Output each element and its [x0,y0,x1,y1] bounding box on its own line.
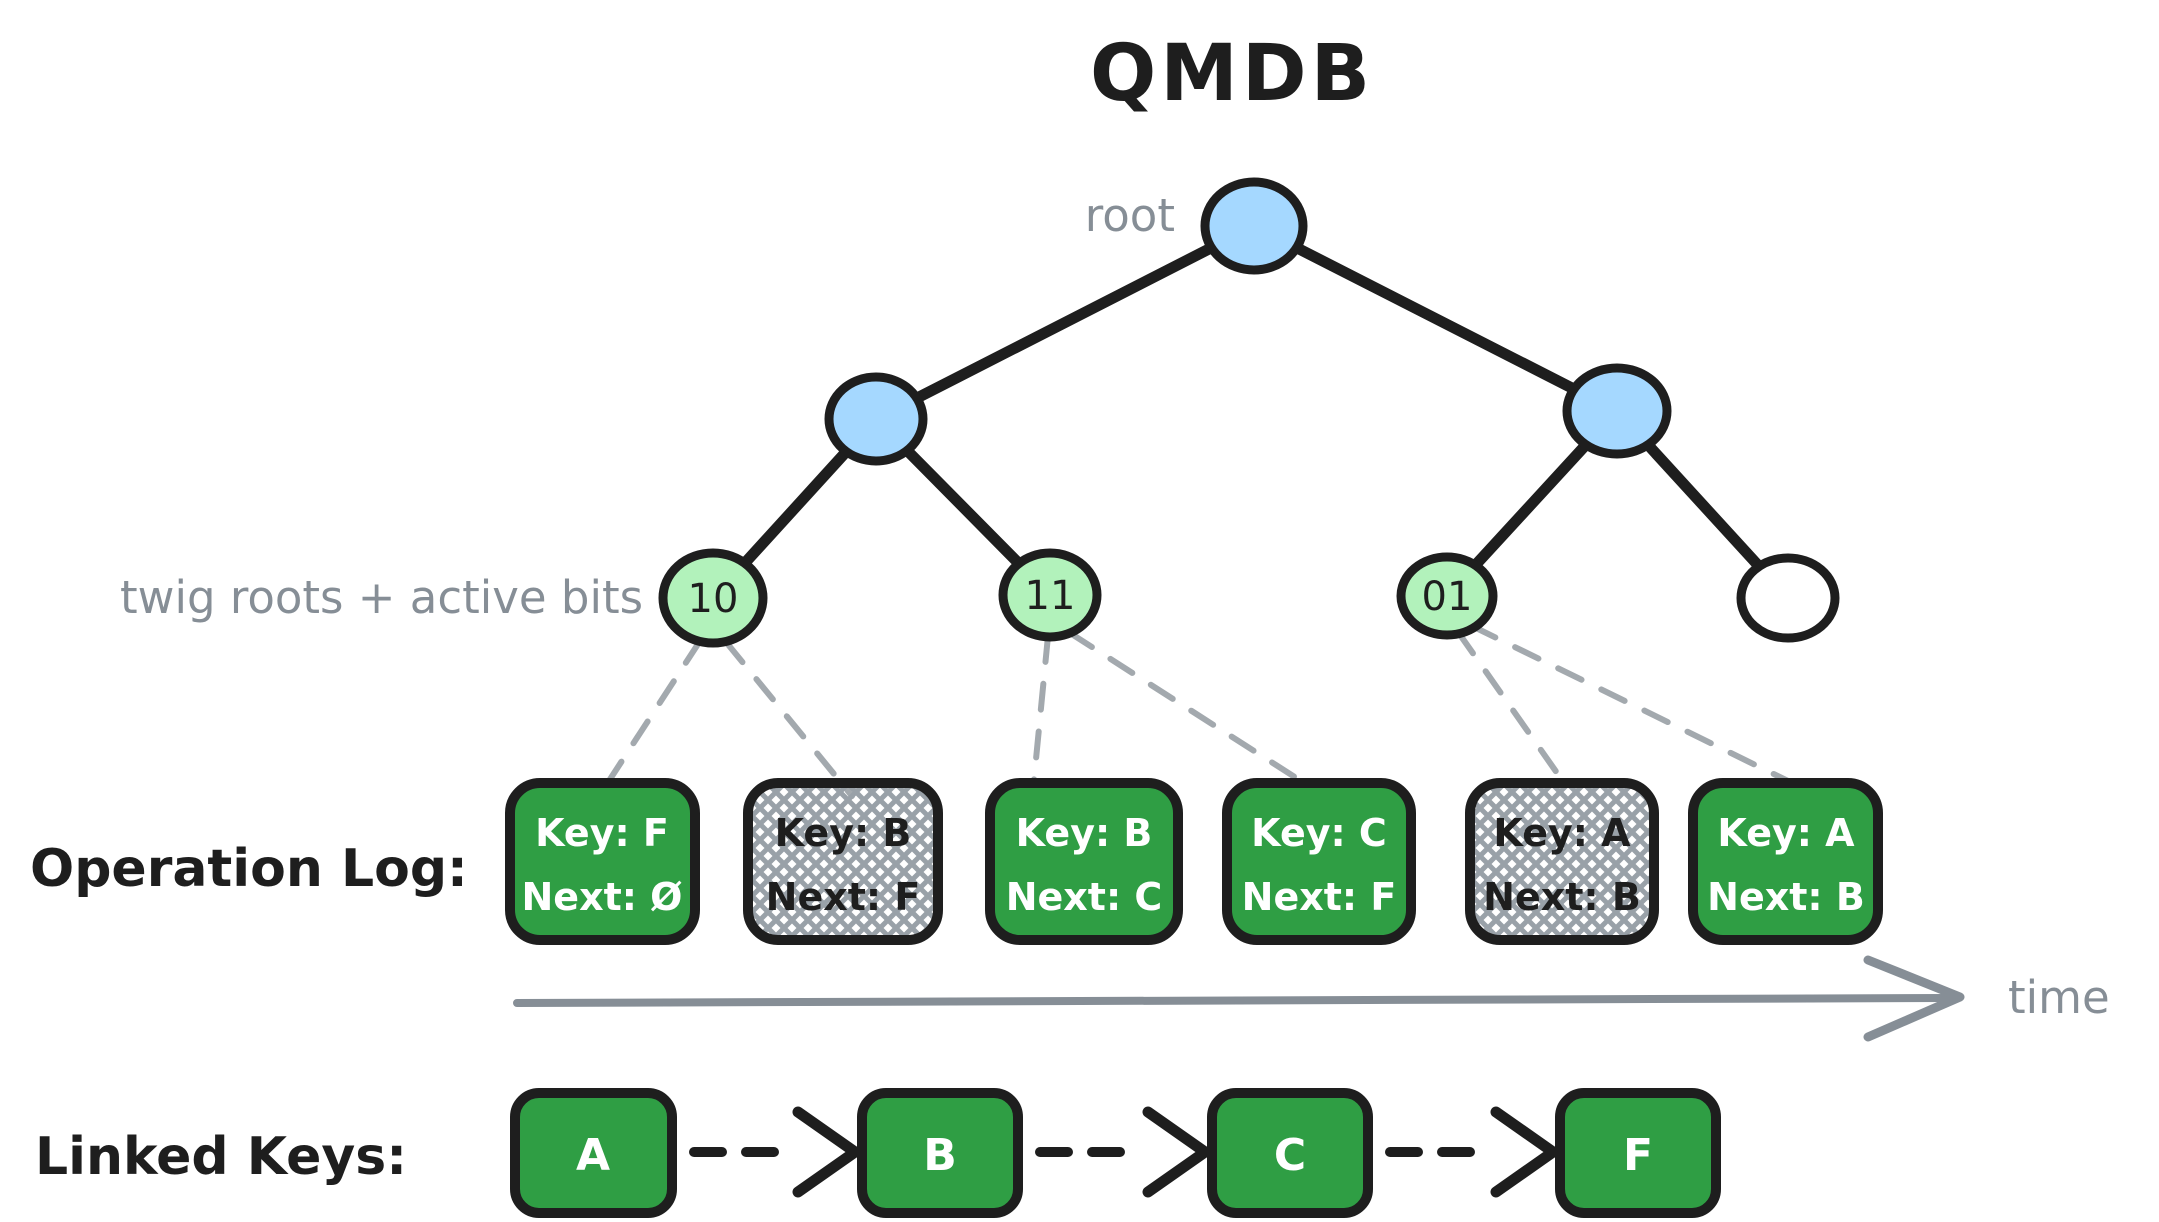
twig-node-11 [998,548,1102,642]
log-entry-3: Key: B Next: C [985,778,1183,945]
linked-key-c: C [1207,1088,1373,1218]
log-entry-4: Key: C Next: F [1222,778,1416,945]
arrow-b-c [1035,1106,1211,1198]
connector-10-box1 [600,638,703,793]
log-entry-5-key: Key: A [1493,811,1631,855]
log-entry-1: Key: F Next: Ø [505,778,700,945]
log-entry-5: Key: A Next: B [1465,778,1659,945]
arrow-c-f [1385,1106,1559,1198]
linked-keys-chain: A B C F [510,1088,1721,1218]
log-entry-1-next: Next: Ø [522,875,683,919]
operation-log-entries: Key: F Next: Ø Key: B Next: F Key: B Nex… [505,778,1883,945]
log-entry-4-key: Key: C [1251,811,1387,855]
log-entry-2-key: Key: B [775,811,912,855]
twig-node-10 [658,548,768,648]
log-entry-1-key: Key: F [535,811,669,855]
log-entry-6: Key: A Next: B [1688,778,1883,945]
linked-key-a-label: A [576,1130,610,1181]
log-entry-3-key: Key: B [1016,811,1153,855]
root-label: root [1085,189,1175,242]
time-arrow [513,955,1965,1042]
linked-key-f: F [1555,1088,1721,1218]
edge-root-right [1248,220,1623,417]
log-entry-2: Key: B Next: F [743,778,943,945]
connector-11-box3 [1030,633,1051,793]
edge-root-left [870,220,1260,425]
arrow-a-b [689,1106,861,1198]
internal-node-right [1562,363,1672,459]
internal-node-left [824,372,928,466]
linked-key-a: A [510,1088,677,1218]
log-entry-2-next: Next: F [766,875,921,919]
log-entry-5-next: Next: B [1483,875,1641,919]
linked-keys-label: Linked Keys: [35,1127,407,1187]
linked-key-c-label: C [1274,1130,1306,1181]
tree-nodes [658,177,1840,648]
diagram-title: QMDB [1090,29,1374,119]
twig-node-01-label: 01 [1422,574,1473,620]
twig-to-log-connectors [600,623,1793,799]
twig-node-empty [1736,553,1840,643]
connector-01-box6 [1469,623,1793,785]
root-node [1200,177,1308,275]
operation-log-label: Operation Log: [30,839,468,899]
twig-node-11-label: 11 [1025,573,1076,619]
log-entry-6-next: Next: B [1707,875,1865,919]
log-entry-4-next: Next: F [1242,875,1397,919]
log-entry-6-key: Key: A [1717,811,1855,855]
twig-roots-label: twig roots + active bits [120,571,643,624]
time-label: time [2008,971,2110,1024]
linked-key-f-label: F [1623,1130,1653,1181]
connector-01-box5 [1455,629,1565,783]
log-entry-3-next: Next: C [1006,875,1163,919]
linked-key-b: B [857,1088,1023,1218]
twig-node-10-label: 10 [688,576,739,622]
linked-key-b-label: B [923,1130,957,1181]
twig-node-01 [1396,552,1498,640]
connector-11-box4 [1067,630,1318,793]
connector-10-box2 [723,639,855,799]
